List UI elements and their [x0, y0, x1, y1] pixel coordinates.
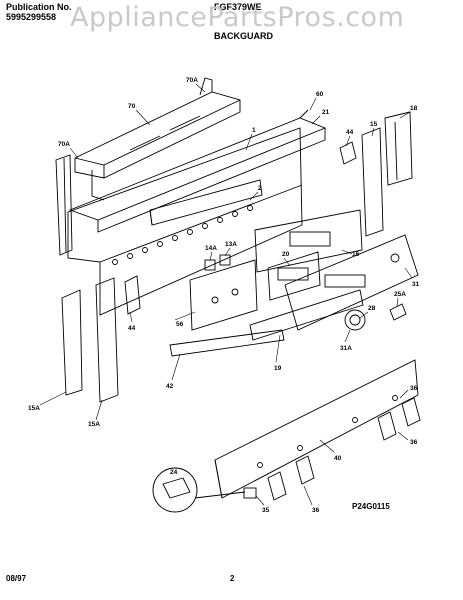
part-right-endcap: [384, 111, 413, 186]
callout-44-top: 44: [346, 129, 354, 136]
part-upper-panel: [68, 109, 327, 233]
callout-21: 21: [322, 109, 330, 116]
publication-number: 5995299558: [6, 12, 57, 22]
callout-42: 42: [166, 383, 174, 390]
part-overlay-panel: [284, 234, 419, 331]
leader-lines: [39, 83, 413, 506]
part-top-trim: [74, 77, 241, 201]
callout-56: 56: [176, 321, 184, 328]
part-electronic-control: [267, 251, 321, 301]
vent-holes: [112, 205, 253, 265]
callout-16: 16: [352, 251, 360, 258]
part-detail-inset: [152, 467, 246, 513]
callout-14a: 14A: [205, 245, 217, 252]
callout-20: 20: [282, 251, 290, 258]
callout-70: 70: [128, 103, 136, 110]
section-title: BACKGUARD: [214, 31, 273, 41]
callout-70a-top: 70A: [186, 77, 198, 84]
watermark: AppliancePartsPros.com: [70, 2, 405, 33]
callout-36-right: 36: [410, 439, 418, 446]
callout-25a: 25A: [394, 291, 406, 298]
callout-36-bottom: 36: [312, 507, 320, 514]
part-right-bracket: [361, 127, 384, 237]
callout-1: 1: [252, 127, 256, 134]
part-left-clip: [124, 275, 141, 315]
callout-15a-right: 15A: [88, 421, 100, 428]
callout-15: 15: [370, 121, 378, 128]
callout-13a: 13A: [225, 241, 237, 248]
callout-44-left: 44: [128, 325, 136, 332]
part-clip-44: [339, 141, 357, 165]
part-trim-strip: [249, 289, 364, 341]
callout-18: 18: [410, 105, 418, 112]
callout-60: 60: [316, 91, 324, 98]
callout-28: 28: [368, 305, 376, 312]
callout-31: 31: [412, 281, 420, 288]
part-left-bracket: [55, 154, 73, 256]
callout-2: 2: [258, 185, 262, 192]
part-backguard-body: [67, 127, 303, 316]
page-number: 2: [230, 574, 235, 583]
part-left-endcap-2: [95, 277, 119, 403]
callout-31a: 31A: [340, 345, 352, 352]
callout-24: 24: [170, 469, 178, 476]
part-igniter-switch: [243, 487, 257, 499]
callout-70a-left: 70A: [58, 141, 70, 148]
publication-label: Publication No.: [6, 2, 72, 12]
callout-40: 40: [334, 455, 342, 462]
callout-36-top: 36: [410, 385, 418, 392]
callout-19: 19: [274, 365, 282, 372]
part-clock-board: [254, 209, 363, 273]
callout-15a-left: 15A: [28, 405, 40, 412]
figure-code: P24G0115: [352, 502, 390, 511]
callout-35: 35: [262, 507, 270, 514]
part-knobs-upper: [344, 303, 407, 331]
part-lower-bar: [169, 329, 285, 357]
callout-labels: 70A 70 70A 60 21 1 18 44 15 2 14A 13A 20…: [28, 77, 420, 514]
part-glass-panel: [149, 179, 263, 226]
part-burner-knobs: [267, 397, 421, 501]
model-number: FGF379WE: [214, 2, 262, 12]
part-manifold-panel: [214, 359, 419, 499]
part-left-endcap-1: [61, 289, 83, 396]
footer-date: 08/97: [6, 574, 27, 583]
